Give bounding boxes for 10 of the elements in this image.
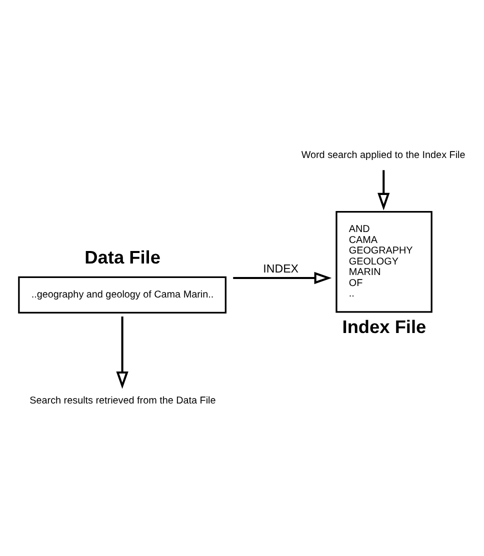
node-label: Index File (342, 317, 426, 338)
node-text: Search results retrieved from the Data File (30, 395, 216, 406)
edge-label: INDEX (263, 263, 299, 276)
node-text: Word search applied to the Index File (301, 150, 466, 161)
arrow (378, 170, 390, 210)
node-box: AND CAMA GEOGRAPHY GEOLOGY MARIN OF .. (336, 211, 432, 313)
arrow (116, 316, 128, 389)
arrow (233, 272, 332, 284)
node-box: ..geography and geology of Cama Marin.. (18, 276, 226, 314)
node-label: Data File (84, 248, 160, 268)
